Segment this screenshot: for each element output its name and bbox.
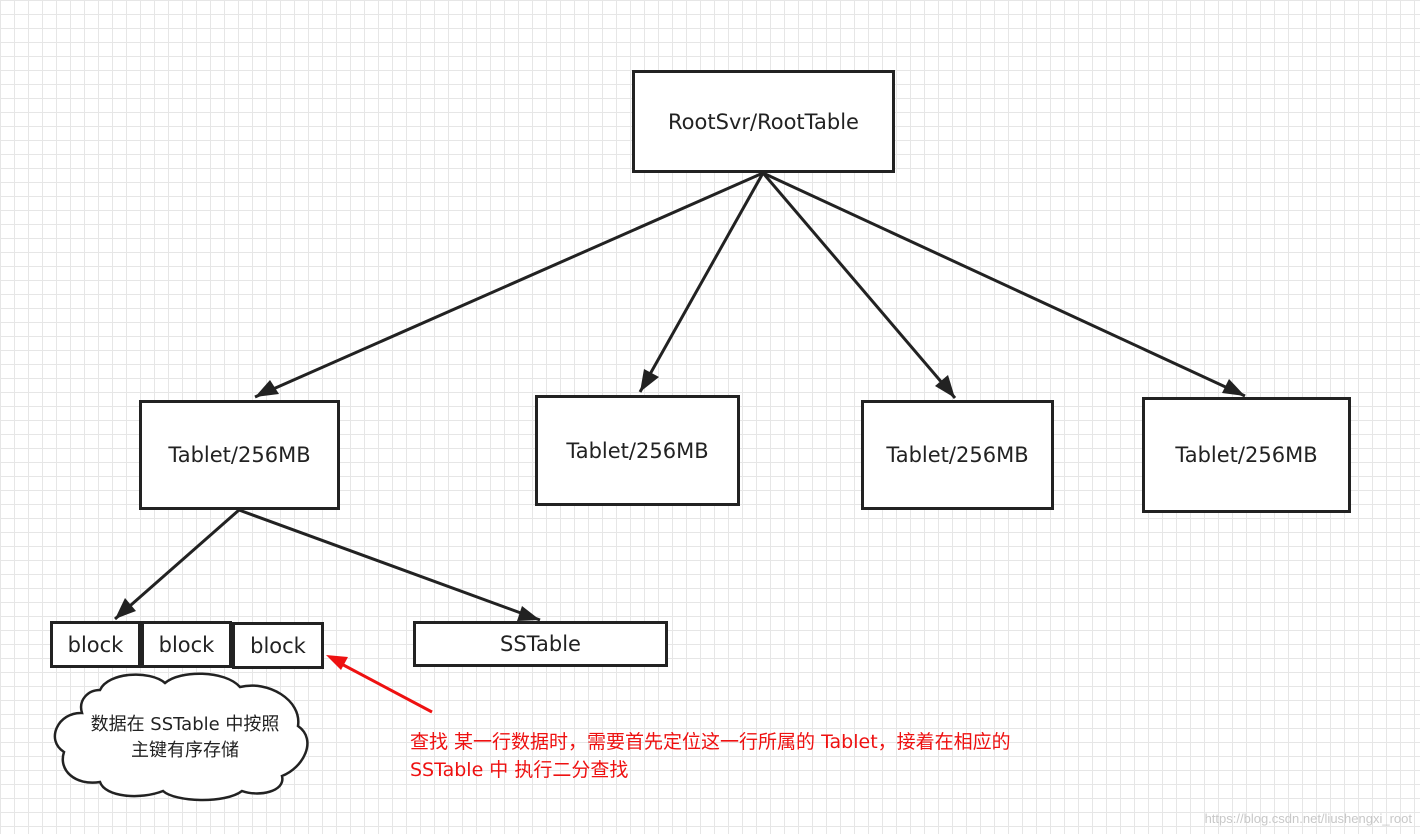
block-node-3: block	[232, 622, 324, 669]
cloud-note-line-2: 主键有序存储	[131, 740, 239, 761]
edge-tablet-sstable	[238, 508, 541, 622]
arrowhead-sstable	[517, 606, 540, 621]
arrowheads	[115, 369, 1245, 621]
watermark: https://blog.csdn.net/liushengxi_root	[1204, 811, 1412, 826]
arrowhead-tablet-1	[255, 380, 279, 397]
tablet-node-2: Tablet/256MB	[535, 395, 740, 506]
edge-root-tablet-3	[761, 172, 957, 399]
sstable-node: SSTable	[413, 621, 668, 667]
annotation-arrow	[326, 655, 433, 714]
cloud-note: 数据在 SSTable 中按照 主键有序存储	[60, 712, 310, 764]
lookup-note-line-2: SSTable 中 执行二分查找	[410, 759, 629, 781]
edge-root-tablet-2	[638, 172, 765, 393]
cloud-shape	[53, 672, 309, 802]
tablet-node-3: Tablet/256MB	[861, 400, 1054, 510]
arrowhead-tablet-2	[640, 369, 659, 392]
cloud-note-line-1: 数据在 SSTable 中按照	[90, 714, 280, 735]
lookup-note: 查找 某一行数据时，需要首先定位这一行所属的 Tablet，接着在相应的 SST…	[410, 728, 1011, 784]
block-node-1: block	[50, 621, 141, 668]
edge-tablet-block	[114, 508, 240, 621]
tablet-node-1: Tablet/256MB	[139, 400, 340, 510]
lookup-note-line-1: 查找 某一行数据时，需要首先定位这一行所属的 Tablet，接着在相应的	[410, 731, 1011, 753]
arrowhead-tablet-4	[1222, 379, 1245, 396]
root-node: RootSvr/RootTable	[632, 70, 895, 173]
annotation-arrowhead	[326, 655, 348, 670]
connectors	[114, 171, 1246, 622]
tablet-node-4: Tablet/256MB	[1142, 397, 1351, 513]
arrowhead-tablet-3	[935, 375, 955, 398]
annotation-arrow-shaft	[333, 658, 433, 714]
arrowhead-block	[115, 598, 136, 619]
edge-root-tablet-4	[762, 171, 1246, 398]
block-node-2: block	[141, 621, 232, 668]
edge-root-tablet-1	[254, 171, 764, 399]
